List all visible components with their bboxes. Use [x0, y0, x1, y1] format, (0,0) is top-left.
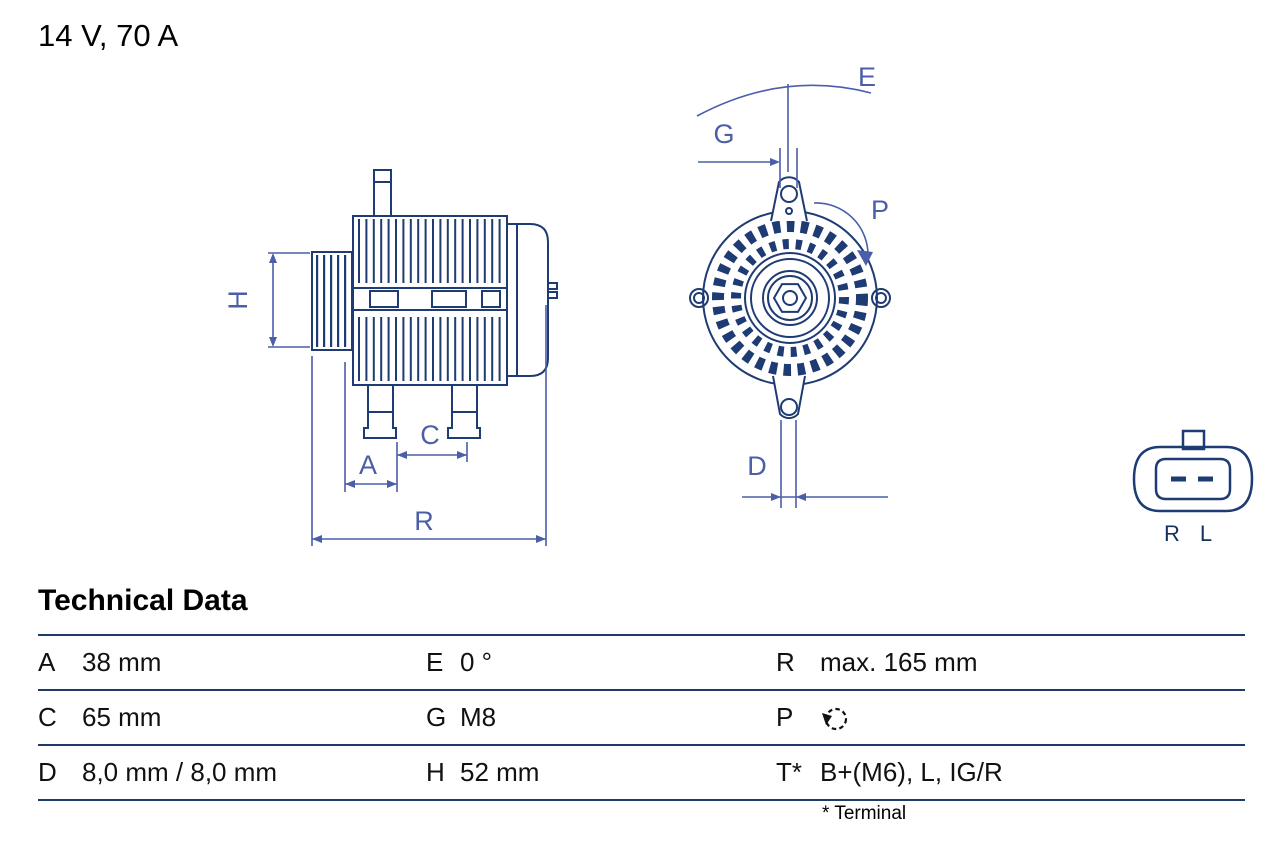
param-key: D	[38, 757, 57, 787]
connector-pin-labels: R L	[1164, 521, 1212, 546]
table-row: C 65 mm G M8 P	[38, 691, 1245, 746]
param-key: G	[426, 702, 447, 732]
dimension-label-a: A	[359, 450, 377, 480]
dimension-label-g: G	[713, 119, 734, 149]
technical-data-table: A 38 mm E 0 ° R max. 165 mm C 65 mm G M8…	[38, 634, 1245, 801]
param-key: T*	[776, 757, 802, 787]
param-key: H	[426, 757, 445, 787]
dimension-label-p: P	[871, 195, 889, 225]
param-value: 52 mm	[460, 757, 540, 787]
param-key: E	[426, 647, 444, 677]
front-view-drawing	[689, 176, 891, 420]
spec-title: 14 V, 70 A	[38, 18, 179, 53]
param-value: 8,0 mm / 8,0 mm	[82, 757, 278, 787]
param-value: 0 °	[460, 647, 493, 677]
rotation-direction-icon	[822, 707, 848, 730]
dimension-label-d: D	[747, 451, 767, 481]
param-value: max. 165 mm	[820, 647, 978, 677]
table-row: D 8,0 mm / 8,0 mm H 52 mm T* B+(M6), L, …	[38, 746, 1245, 801]
dimension-label-e: E	[858, 62, 876, 92]
param-key: R	[776, 647, 795, 677]
side-view-dimension-arrows	[269, 253, 546, 543]
dimension-label-c: C	[420, 420, 440, 450]
dimension-label-r: R	[414, 506, 434, 536]
front-view-dimension-arrows	[770, 158, 873, 501]
param-key: C	[38, 702, 57, 732]
side-view-dimension-lines	[268, 252, 547, 546]
dimension-label-h: H	[223, 290, 253, 310]
dimension-letter-labels: H A C R E G P D	[223, 62, 889, 536]
param-value: M8	[460, 702, 497, 732]
side-view-drawing	[311, 169, 558, 439]
alternator-technical-drawing: R L H A C R E G P D	[223, 62, 1254, 546]
param-value-rotation	[820, 701, 1245, 733]
connector-pin-label-r: R	[1164, 521, 1180, 546]
table-row: A 38 mm E 0 ° R max. 165 mm	[38, 636, 1245, 691]
param-value: B+(M6), L, IG/R	[820, 757, 1003, 787]
param-key: P	[776, 702, 794, 732]
terminal-footnote: * Terminal	[822, 803, 907, 824]
front-view-dimension-lines	[696, 84, 888, 508]
param-key: A	[38, 647, 56, 677]
technical-data-heading: Technical Data	[38, 584, 248, 617]
param-value: 65 mm	[82, 702, 162, 732]
param-value: 38 mm	[82, 647, 162, 677]
connector-view-drawing	[1132, 429, 1254, 513]
connector-pin-label-l: L	[1200, 521, 1212, 546]
